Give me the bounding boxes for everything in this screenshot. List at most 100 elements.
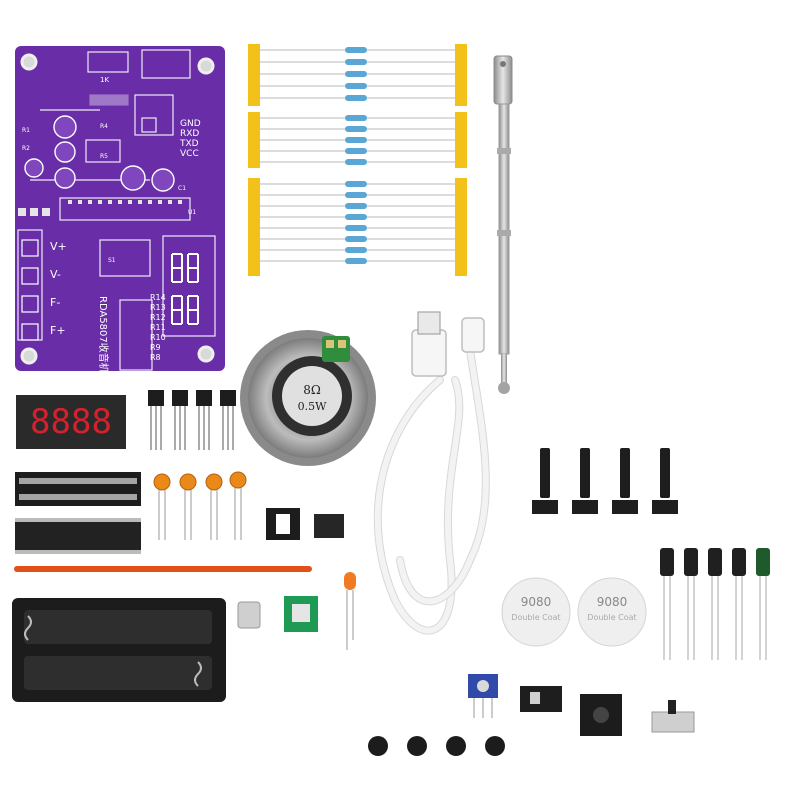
pcb-label: R5 [100, 153, 108, 160]
button-cap [446, 736, 466, 756]
orange-wire [14, 566, 312, 572]
pin-label-txd: TXD [179, 139, 199, 149]
transistor [220, 390, 236, 450]
side-label-vplus: V+ [50, 240, 67, 253]
speaker-impedance: 8Ω [303, 383, 321, 397]
transistor-set [148, 390, 236, 450]
seven-segment-display: 8888 [16, 395, 126, 449]
tape-text: 9080 [521, 595, 552, 609]
button-cap-set [368, 736, 505, 756]
pcb-label: 1K [100, 76, 109, 84]
led [344, 572, 356, 650]
resistor [260, 203, 455, 209]
resistor [260, 214, 455, 220]
usb-cable [373, 311, 490, 635]
resistor [260, 71, 455, 77]
button-code: R13 [150, 303, 166, 312]
transistor [196, 390, 212, 450]
transistor [172, 390, 188, 450]
tape-disc: 9080 Double Coat [501, 577, 571, 647]
double-sided-tape-set: 9080 Double Coat 9080 Double Coat [501, 577, 647, 647]
micro-usb-connector [461, 317, 485, 353]
button-cap [368, 736, 388, 756]
resistor [260, 95, 455, 101]
pcb-switch-footprints [21, 239, 39, 341]
electrolytic-capacitor [708, 548, 722, 660]
resistor [260, 236, 455, 242]
resistor [260, 126, 455, 132]
ceramic-capacitor-set [153, 471, 247, 540]
button-code: R8 [150, 353, 161, 362]
ic-socket-28pin [15, 472, 141, 506]
ceramic-capacitor [229, 471, 247, 540]
speaker-magnet-label [282, 366, 342, 426]
mounting-hole [197, 57, 215, 75]
pcb-label: R2 [22, 145, 30, 152]
resistor [260, 148, 455, 154]
tact-switch [532, 448, 558, 514]
resistor-tape [248, 44, 467, 276]
electrolytic-capacitor [756, 548, 770, 660]
ic-chip-8pin [314, 514, 344, 538]
tape-subtext: Double Coat [587, 613, 636, 622]
tape-subtext: Double Coat [511, 613, 560, 622]
button-cap [485, 736, 505, 756]
ceramic-capacitor [205, 473, 223, 540]
resistor [260, 159, 455, 165]
tact-switch [612, 448, 638, 514]
pcb-display-footprint [171, 253, 199, 325]
resistor [260, 225, 455, 231]
resistor [260, 258, 455, 264]
mounting-hole [20, 53, 38, 71]
resistor [260, 59, 455, 65]
electrolytic-capacitor [684, 548, 698, 660]
usb-a-connector [411, 329, 447, 377]
rda5807-module [284, 596, 318, 632]
pcb-label: S1 [108, 257, 116, 264]
display-digits: 8888 [30, 402, 112, 442]
side-label-fplus: F+ [50, 324, 66, 337]
resistor [260, 137, 455, 143]
button-code: R11 [150, 323, 166, 332]
mounting-hole [197, 345, 215, 363]
pcb-pad-rows [18, 200, 182, 216]
button-code: R10 [150, 333, 166, 342]
ic-socket-8pin [266, 508, 300, 540]
ceramic-capacitor [179, 473, 197, 540]
resistor [260, 181, 455, 187]
tape-disc: 9080 Double Coat [577, 577, 647, 647]
electrolytic-capacitor [732, 548, 746, 660]
button-code: R12 [150, 313, 166, 322]
small-switch-module [520, 686, 562, 712]
pcb-label: U1 [188, 209, 196, 216]
transistor [148, 390, 164, 450]
push-button-set [532, 448, 678, 514]
side-label-vminus: V- [50, 268, 61, 281]
resistor-row-set [260, 47, 455, 264]
speaker: 8Ω 0.5W [240, 330, 376, 466]
ceramic-capacitor [153, 473, 171, 540]
electrolytic-capacitor [660, 548, 674, 660]
pcb-board: 1K R1 R2 R4 R5 U1 S1 C1 GND RXD TXD VCC … [15, 46, 225, 373]
pcb-mounting-holes [20, 53, 215, 365]
button-code: R9 [150, 343, 161, 352]
telescopic-antenna [493, 55, 513, 394]
tact-switch [652, 448, 678, 514]
resistor [260, 115, 455, 121]
side-label-fminus: F- [50, 296, 60, 309]
resistor-strip-group [248, 44, 467, 276]
button-cap [407, 736, 427, 756]
slide-switch [651, 700, 695, 733]
trim-potentiometer [468, 674, 498, 718]
resistor [260, 83, 455, 89]
usb-port-component [237, 601, 261, 629]
mounting-hole [20, 347, 38, 365]
pcb-cap-footprints [24, 115, 175, 192]
resistor [260, 47, 455, 53]
speaker-power: 0.5W [298, 400, 327, 413]
pcb-labels: 1K R1 R2 R4 R5 U1 S1 C1 GND RXD TXD VCC … [22, 76, 201, 373]
ic-chip-28pin [15, 518, 141, 554]
pcb-label: R1 [22, 127, 30, 134]
pcb-model-text: RDA5807收音机 [97, 296, 110, 373]
button-code: R14 [150, 293, 166, 302]
